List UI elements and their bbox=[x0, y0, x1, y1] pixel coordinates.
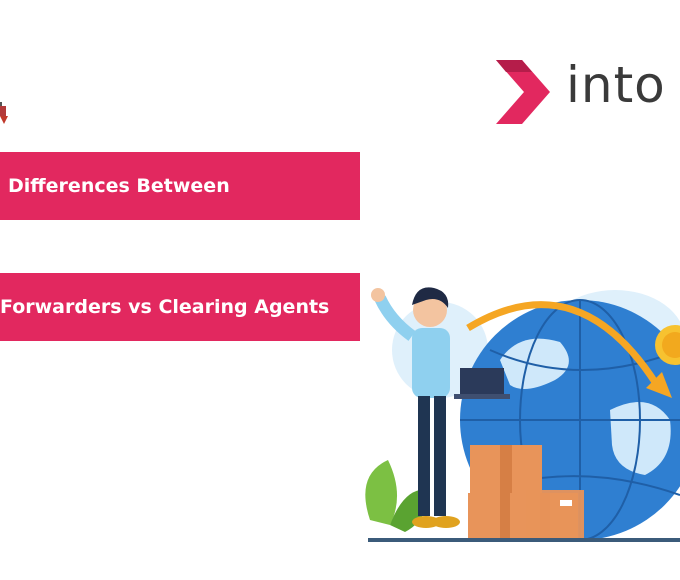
arrow-head-icon bbox=[646, 372, 672, 398]
ground-line bbox=[368, 538, 680, 542]
logistics-globe-illustration bbox=[350, 270, 680, 550]
person-torso bbox=[412, 328, 450, 398]
cardboard-box bbox=[526, 490, 584, 540]
title-banner-line-1: Differences Between bbox=[0, 152, 360, 220]
title-banner-line-2: Forwarders vs Clearing Agents bbox=[0, 273, 360, 341]
brand-name: into bbox=[566, 56, 666, 114]
title-line-2: Forwarders vs Clearing Agents bbox=[0, 296, 330, 318]
corner-logo-fragment bbox=[0, 98, 14, 128]
globe-grid bbox=[460, 300, 680, 540]
title-line-1: Differences Between bbox=[8, 175, 230, 197]
route-arrow bbox=[466, 301, 663, 392]
brand-chevron-icon bbox=[496, 60, 552, 124]
plant-leaf bbox=[365, 460, 398, 525]
laptop-icon bbox=[460, 368, 504, 394]
